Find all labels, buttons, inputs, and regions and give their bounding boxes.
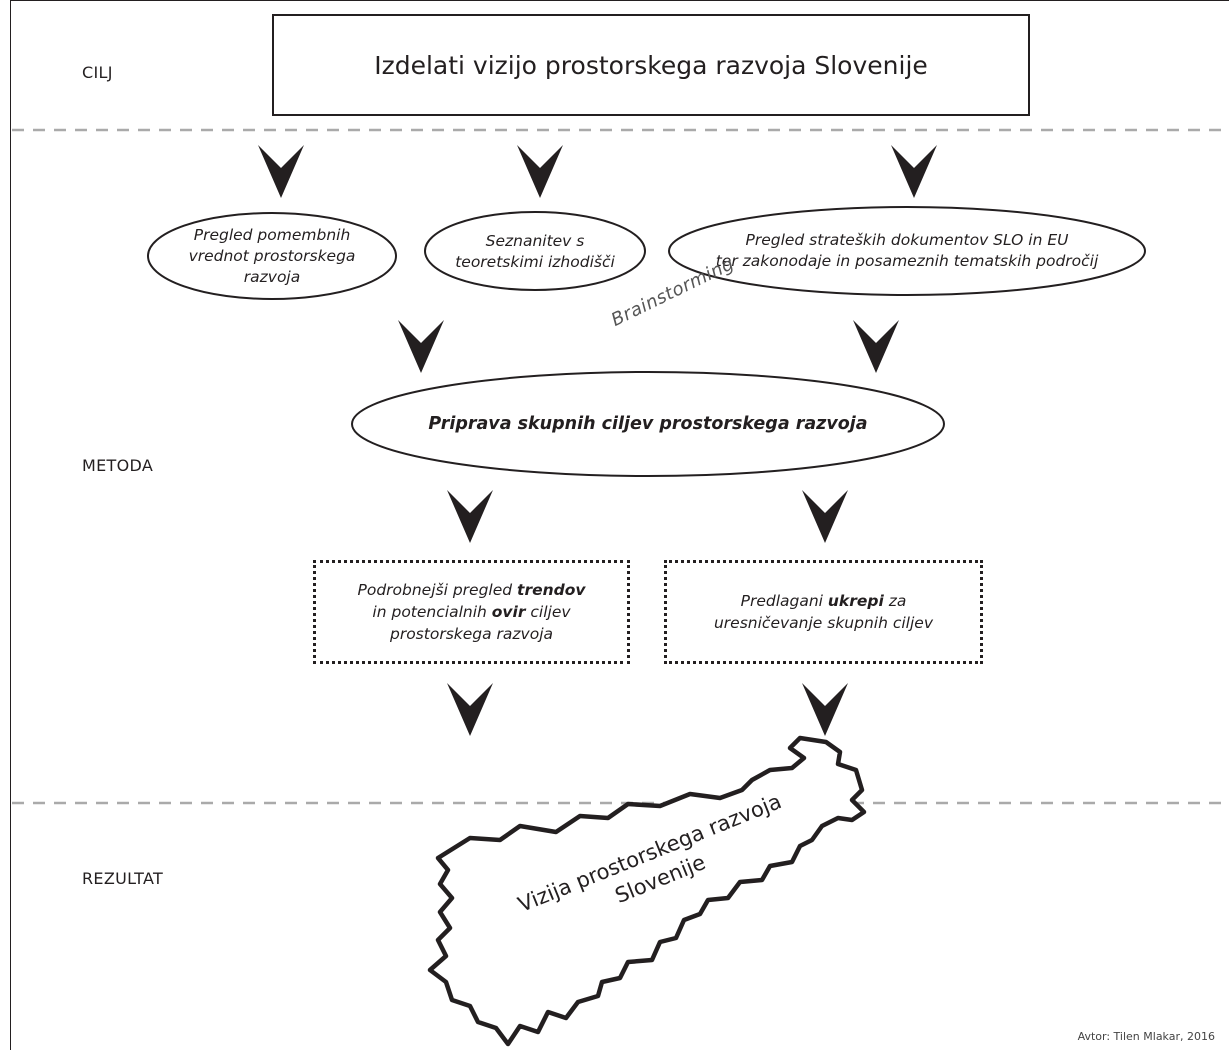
input-2-line-1: Seznanitev s bbox=[485, 232, 585, 250]
trends-bold-1: trendov bbox=[517, 581, 586, 599]
arrow-down-icon bbox=[802, 683, 848, 736]
section-label-rezultat: REZULTAT bbox=[82, 869, 164, 888]
goal-text: Izdelati vizijo prostorskega razvoja Slo… bbox=[374, 50, 928, 80]
input-1-line-1: Pregled pomembnih bbox=[193, 225, 351, 244]
input-ellipse-3 bbox=[668, 206, 1146, 296]
section-label-cilj: CILJ bbox=[82, 63, 113, 82]
measures-text-3: uresničevanje skupnih ciljev bbox=[713, 614, 933, 632]
input-text-1: Pregled pomembnih vrednot prostorskega r… bbox=[150, 214, 394, 298]
measures-text-2: za bbox=[883, 592, 907, 610]
measures-bold-1: ukrepi bbox=[827, 592, 884, 610]
section-label-metoda: METODA bbox=[82, 456, 154, 475]
trends-text-2: in potencialnih bbox=[372, 603, 492, 621]
arrow-down-icon bbox=[398, 320, 444, 373]
trends-text-1: Podrobnejši pregled bbox=[357, 581, 518, 599]
input-ellipse-2 bbox=[424, 211, 646, 291]
input-text-2: Seznanitev s teoretskimi izhodišči bbox=[428, 214, 642, 290]
main-step-text: Priprava skupnih ciljev prostorskega raz… bbox=[428, 414, 868, 434]
goal-box: Izdelati vizijo prostorskega razvoja Slo… bbox=[272, 14, 1030, 116]
trends-box: Podrobnejši pregled trendov in potencial… bbox=[313, 560, 630, 664]
diagram-frame bbox=[10, 0, 1229, 1050]
arrow-down-icon bbox=[802, 490, 848, 543]
arrow-down-icon bbox=[258, 145, 304, 198]
arrow-down-icon bbox=[447, 490, 493, 543]
measures-text-1: Predlagani bbox=[740, 592, 828, 610]
arrow-down-icon bbox=[853, 320, 899, 373]
input-1-line-3: razvoja bbox=[243, 267, 301, 286]
main-ellipse bbox=[351, 371, 945, 477]
input-text-3: Pregled strateških dokumentov SLO in EU … bbox=[672, 210, 1142, 292]
trends-text-4: prostorskega razvoja bbox=[389, 625, 554, 643]
arrow-down-icon bbox=[891, 145, 937, 198]
input-3-line-2: ter zakonodaje in posameznih tematskih p… bbox=[715, 252, 1099, 270]
slovenia-map-outline bbox=[427, 735, 867, 1047]
author-credit: Avtor: Tilen Mlakar, 2016 bbox=[1077, 1030, 1215, 1043]
trends-text-3: ciljev bbox=[525, 603, 571, 621]
arrow-down-icon bbox=[447, 683, 493, 736]
measures-box: Predlagani ukrepi za uresničevanje skupn… bbox=[664, 560, 983, 664]
input-1-line-2: vrednot prostorskega bbox=[188, 246, 356, 265]
input-2-line-2: teoretskimi izhodišči bbox=[455, 253, 615, 271]
input-3-line-1: Pregled strateških dokumentov SLO in EU bbox=[745, 231, 1069, 249]
input-ellipse-1 bbox=[147, 212, 397, 300]
arrow-down-icon bbox=[517, 145, 563, 198]
trends-bold-2: ovir bbox=[491, 603, 526, 621]
